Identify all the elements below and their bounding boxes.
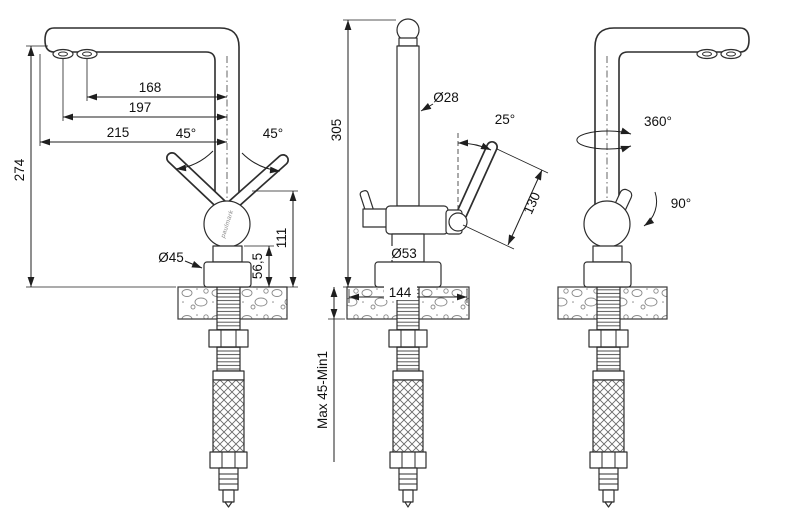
angle-25-label: 25° [495,112,515,127]
dia-28: Ø28 [420,90,459,112]
base-flange [203,261,252,288]
dim-56-5-label: 56,5 [250,253,265,279]
spout-and-column [44,27,240,206]
front-under-counter-assembly [388,286,428,508]
angle-90-label: 90° [671,196,691,211]
filter-outlet-outer [76,48,98,60]
dia-28-label: Ø28 [433,90,459,105]
column-pipe [396,45,420,207]
filter-outlet-block [362,208,388,228]
dia-45: Ø45 [158,250,203,269]
threaded-shank [596,286,621,331]
front-view: 305 Ø28 25° 130 Ø53 144 [315,18,549,508]
dim-215-label: 215 [107,125,130,140]
body-sphere [583,200,631,248]
body-block [385,205,449,235]
aerator-inner [58,51,68,57]
hose-nut [389,451,427,469]
lever-rotation-arrow [643,191,658,227]
angle-360-label: 360° [644,114,672,129]
hose-nut [589,451,628,469]
dim-305: 305 [329,19,396,288]
hose-tip [222,489,235,503]
threaded-shank-lower [216,346,241,372]
body-neck [592,245,623,263]
angle-45-left: 45° [176,126,214,172]
hose-tip [402,489,414,503]
right-under-counter-assembly [588,286,629,508]
right-view: 360° 90° [557,27,750,508]
dim-144: 144 [348,285,468,303]
rotation-arrow [576,127,632,153]
dim-274-label: 274 [12,158,27,181]
dim-111-label: 111 [274,228,289,249]
braided-hose [592,379,625,453]
dim-305-label: 305 [329,119,344,142]
angle-90: 90° [643,191,691,227]
mounting-nut [388,329,428,348]
dim-197-label: 197 [129,100,152,115]
right-faucet-body [583,27,750,288]
angle-45-right: 45° [241,126,283,174]
dim-130: 130 [462,148,549,250]
base-flange [583,261,632,288]
front-faucet-body [359,18,498,288]
hose-tip [602,489,615,503]
mount-thickness-label: Max 45-Min1 [315,351,330,429]
dia-53-label: Ø53 [391,246,417,261]
dim-215: 215 [39,54,227,146]
base-flange [374,261,442,288]
dim-197: 197 [62,59,227,121]
dim-168: 168 [86,59,227,101]
hose-tip-end [224,501,233,508]
left-view: paulmark 274 168 197 215 45° [12,27,298,508]
lever-pivot [448,212,468,232]
dia-53: Ø53 [387,246,421,261]
dim-274: 274 [12,45,176,288]
hose-tip-end [604,501,613,508]
threaded-shank [216,286,241,331]
body-neck [212,245,243,263]
angle-45-left-label: 45° [176,126,196,141]
angle-25: 25° [457,112,515,210]
dim-111: 111 [252,190,298,288]
spout-tip-base [398,37,418,47]
left-under-counter-assembly [208,286,249,508]
hose-collar [392,370,424,381]
braided-hose [392,379,424,453]
filter-outlet-inner [702,51,712,57]
aerator-outer [720,48,742,60]
hose-collar [212,370,245,381]
angle-45-right-label: 45° [263,126,283,141]
angle-360: 360° [576,114,672,153]
mounting-nut [208,329,249,348]
hose-collar [592,370,625,381]
dia-45-label: Ø45 [158,250,184,265]
threaded-shank-lower [596,346,621,372]
aerator-outer [52,48,74,60]
braided-hose [212,379,245,453]
threaded-shank-lower [396,346,420,372]
mounting-nut [588,329,629,348]
filter-outlet-outer [696,48,718,60]
dim-144-label: 144 [389,285,412,300]
dim-168-label: 168 [139,80,162,95]
dim-130-label: 130 [520,190,543,217]
dim-mount-thickness: Max 45-Min1 [315,287,345,462]
hose-tip-end [404,501,412,508]
aerator-inner [726,51,736,57]
spout-and-column [594,27,750,206]
filter-outlet-inner [82,51,92,57]
hose-nut [209,451,248,469]
